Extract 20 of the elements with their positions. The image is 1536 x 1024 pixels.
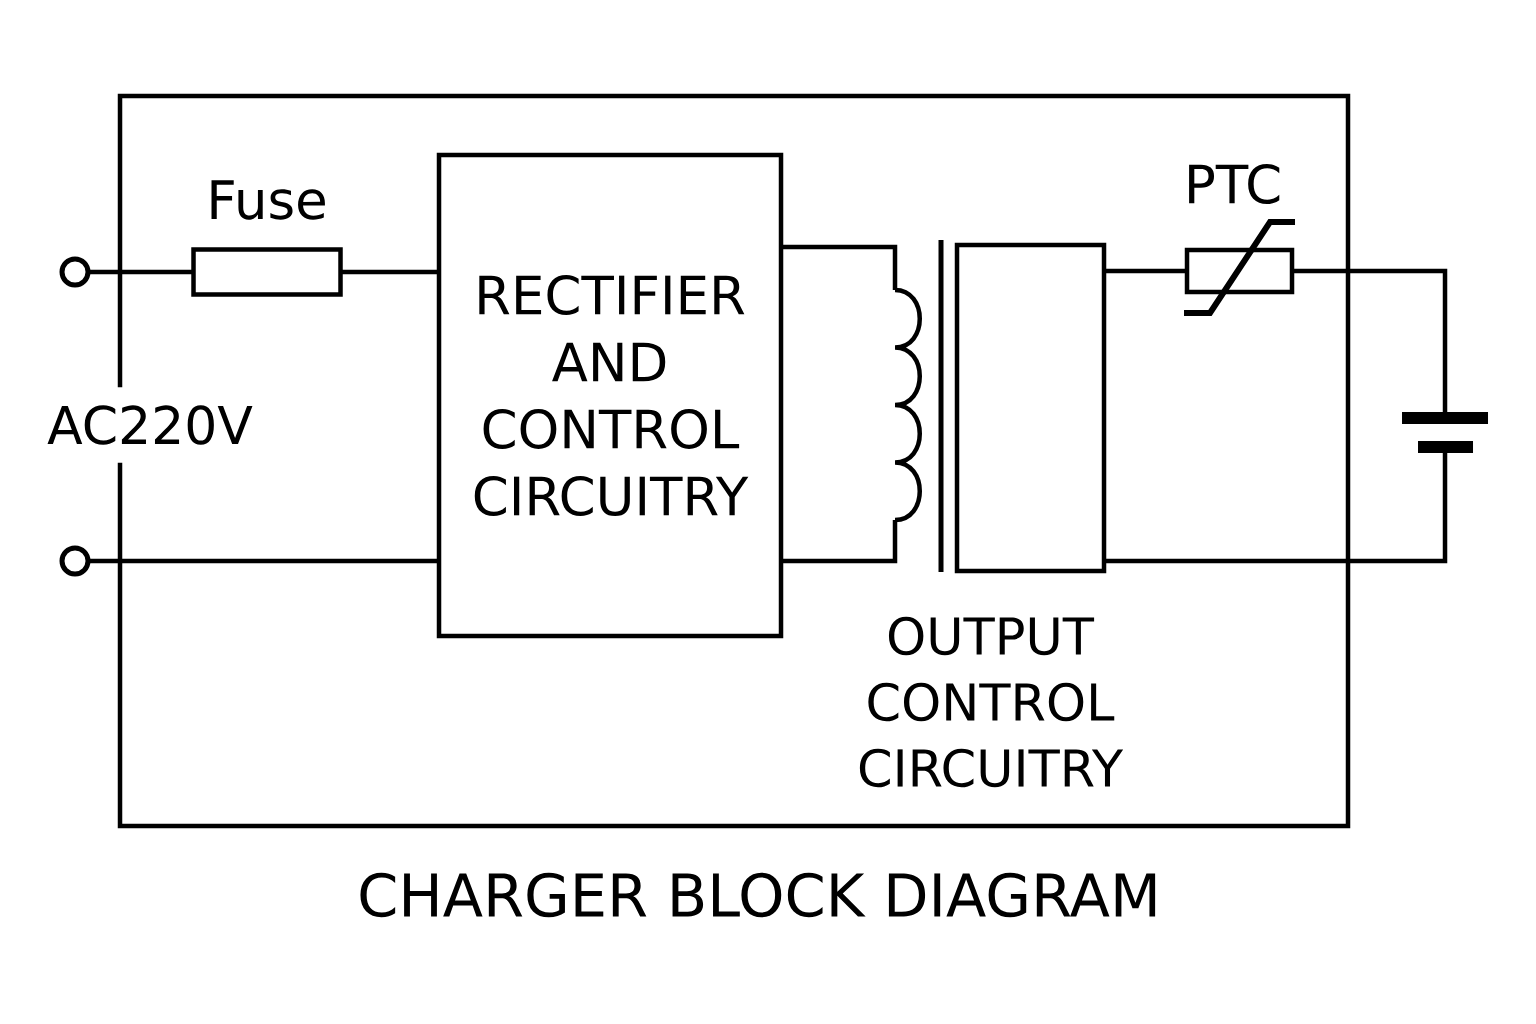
wire [1104, 453, 1448, 564]
fuse-symbol [191, 247, 343, 297]
coil-symbol [892, 287, 922, 523]
voltage-label: AC220V [44, 387, 256, 463]
battery-symbol [1402, 412, 1488, 453]
wire [340, 269, 439, 275]
wire [781, 244, 898, 290]
wire [781, 520, 898, 564]
wire [1104, 268, 1187, 274]
component-label: PTC [1189, 163, 1280, 205]
block-label: OUTPUT CONTROL CIRCUITRY [859, 616, 1124, 788]
wire [1292, 268, 1448, 412]
terminal-circle [59, 545, 91, 577]
wire [88, 269, 194, 275]
wire [88, 558, 439, 564]
diagram-title: CHARGER BLOCK DIAGRAM [360, 872, 1156, 918]
terminal-circle [59, 256, 91, 288]
block-box [954, 242, 1107, 574]
block-box: RECTIFIER AND CONTROL CIRCUITRY [436, 152, 784, 639]
component-label: Fuse [211, 180, 325, 220]
